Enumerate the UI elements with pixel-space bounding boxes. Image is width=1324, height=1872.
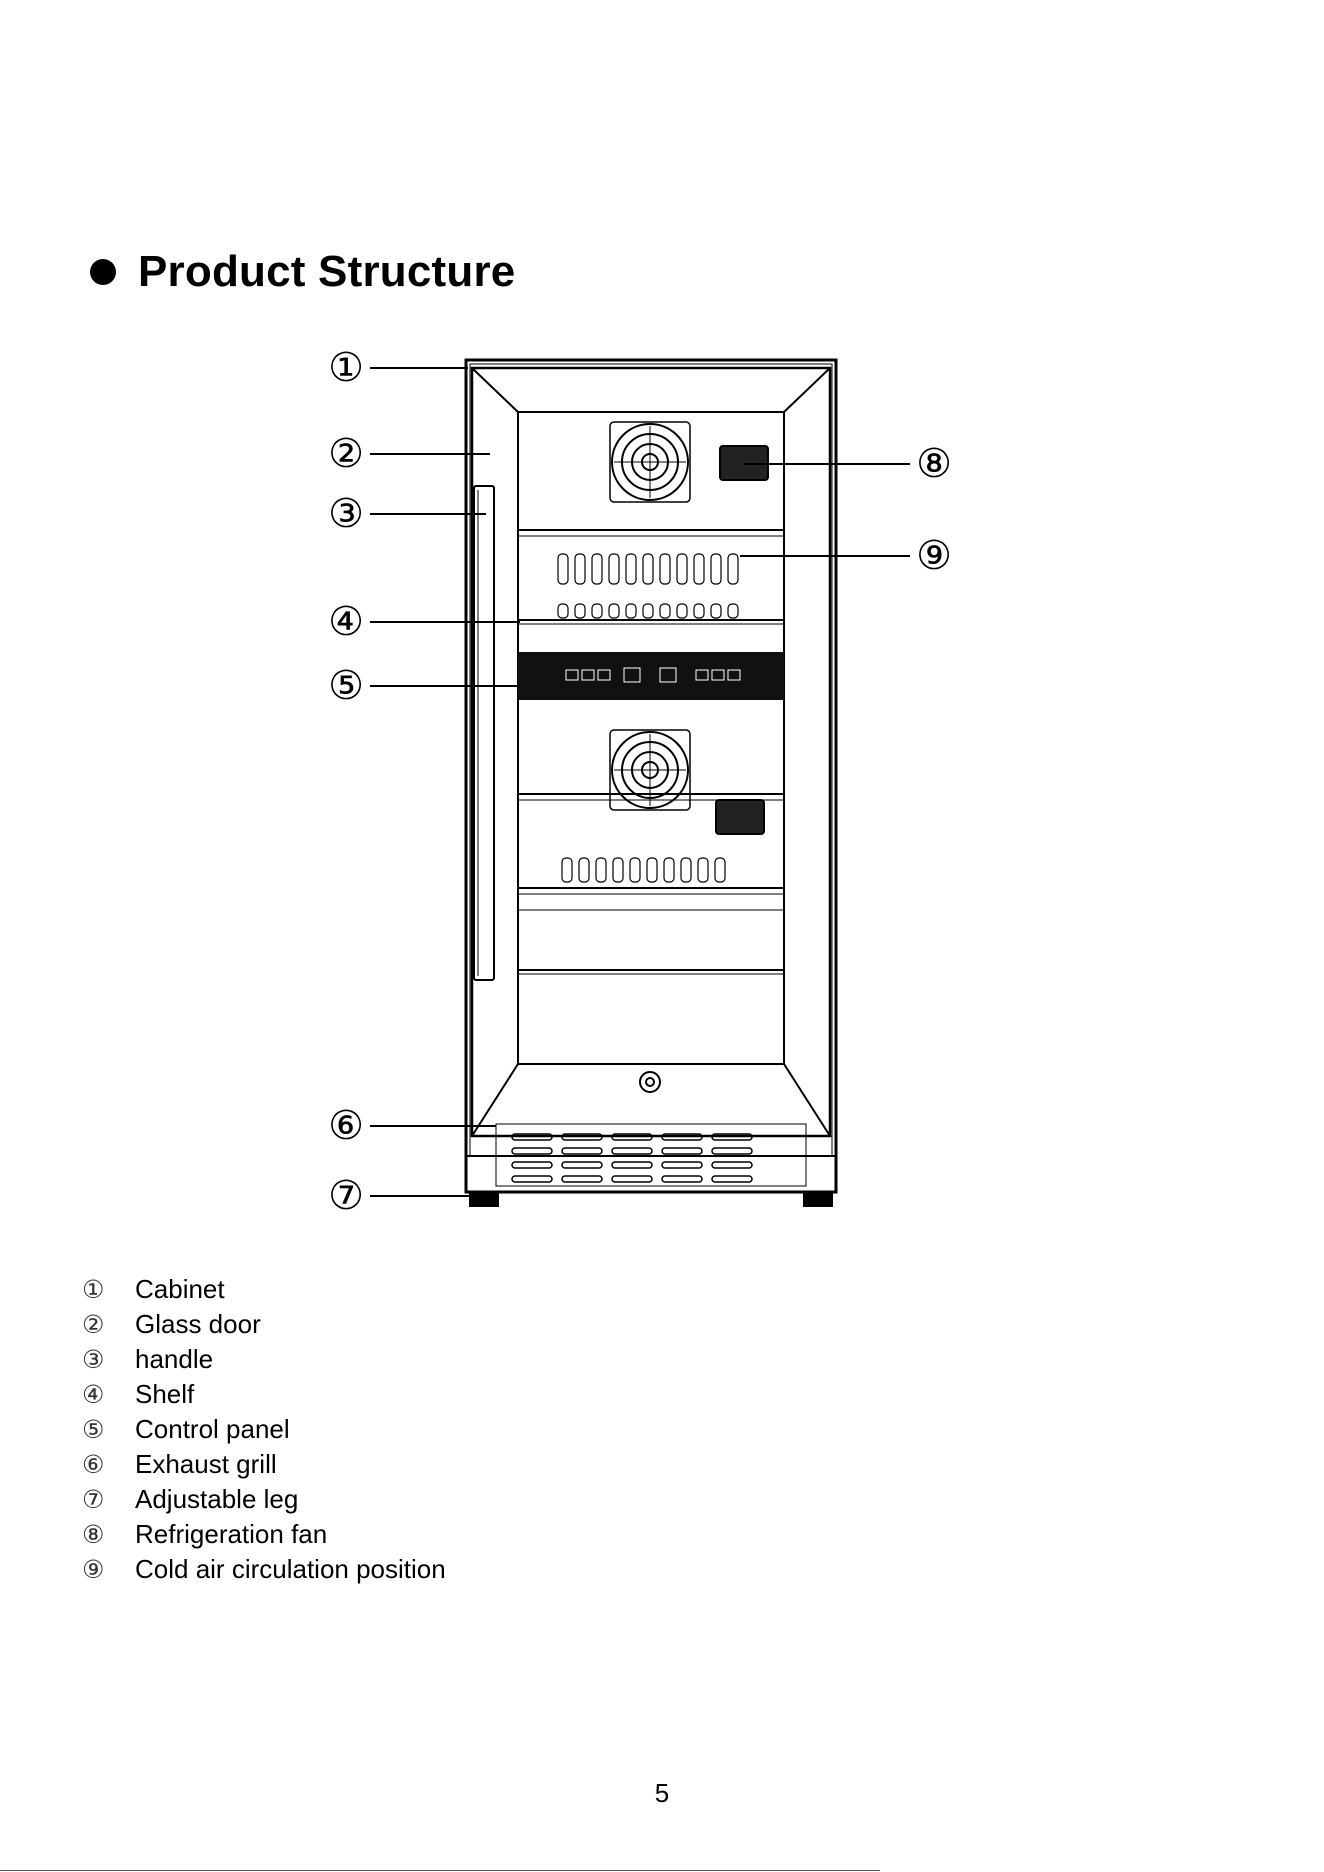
callout-1: ① xyxy=(328,345,364,391)
legend-item: ③ handle xyxy=(82,1342,446,1377)
legend-label: Cold air circulation position xyxy=(135,1554,446,1585)
legend-item: ⑨ Cold air circulation position xyxy=(82,1552,446,1587)
glass-door-window xyxy=(518,412,784,1064)
callout-2: ② xyxy=(328,431,364,477)
vent-grille-lower xyxy=(562,858,725,882)
callout-3: ③ xyxy=(328,491,364,537)
callout-4: ④ xyxy=(328,599,364,645)
legend-item: ④ Shelf xyxy=(82,1377,446,1412)
callout-7: ⑦ xyxy=(328,1173,364,1219)
callout-9: ⑨ xyxy=(916,533,952,579)
legend-number: ① xyxy=(82,1275,115,1304)
legend-label: Exhaust grill xyxy=(135,1449,277,1480)
page-number: 5 xyxy=(0,1778,1324,1809)
legend-label: Control panel xyxy=(135,1414,290,1445)
vent-grille-upper xyxy=(558,554,738,618)
legend-number: ⑥ xyxy=(82,1450,115,1479)
legend-number: ③ xyxy=(82,1345,115,1374)
legend-item: ② Glass door xyxy=(82,1307,446,1342)
legend-number: ② xyxy=(82,1310,115,1339)
legend-label: Glass door xyxy=(135,1309,261,1340)
legend-item: ⑦ Adjustable leg xyxy=(82,1482,446,1517)
legend-number: ⑧ xyxy=(82,1520,115,1549)
callout-5: ⑤ xyxy=(328,663,364,709)
legend-number: ⑤ xyxy=(82,1415,115,1444)
legend-item: ⑧ Refrigeration fan xyxy=(82,1517,446,1552)
callout-6: ⑥ xyxy=(328,1103,364,1149)
legend-label: Adjustable leg xyxy=(135,1484,298,1515)
cabinet-outline xyxy=(466,360,836,1192)
legend-item: ⑥ Exhaust grill xyxy=(82,1447,446,1482)
control-panel xyxy=(518,652,784,700)
fan-motor-lower xyxy=(716,800,764,834)
lock-icon xyxy=(640,1072,660,1092)
legend-item: ⑤ Control panel xyxy=(82,1412,446,1447)
leg-left xyxy=(470,1192,498,1206)
handle-bar xyxy=(474,486,494,980)
legend-number: ⑨ xyxy=(82,1555,115,1584)
product-structure-diagram: ① ② ③ ④ ⑤ ⑥ ⑦ ⑧ ⑨ xyxy=(300,340,980,1230)
legend-number: ⑦ xyxy=(82,1485,115,1514)
legend-label: Cabinet xyxy=(135,1274,225,1305)
lower-fan-icon xyxy=(610,730,690,810)
section-heading: Product Structure xyxy=(90,242,515,302)
cabinet-inner-edge xyxy=(470,364,832,1156)
bullet-icon xyxy=(90,259,116,285)
legend-number: ④ xyxy=(82,1380,115,1409)
callout-8: ⑧ xyxy=(916,441,952,487)
legend-label: Shelf xyxy=(135,1379,194,1410)
legend-label: Refrigeration fan xyxy=(135,1519,327,1550)
page-title: Product Structure xyxy=(138,247,515,297)
upper-fan-icon xyxy=(610,422,690,502)
footer-divider xyxy=(0,1870,880,1871)
legend-item: ① Cabinet xyxy=(82,1272,446,1307)
legend-label: handle xyxy=(135,1344,213,1375)
exhaust-slots xyxy=(512,1134,752,1182)
parts-legend: ① Cabinet ② Glass door ③ handle ④ Shelf … xyxy=(82,1272,446,1587)
leg-right xyxy=(804,1192,832,1206)
